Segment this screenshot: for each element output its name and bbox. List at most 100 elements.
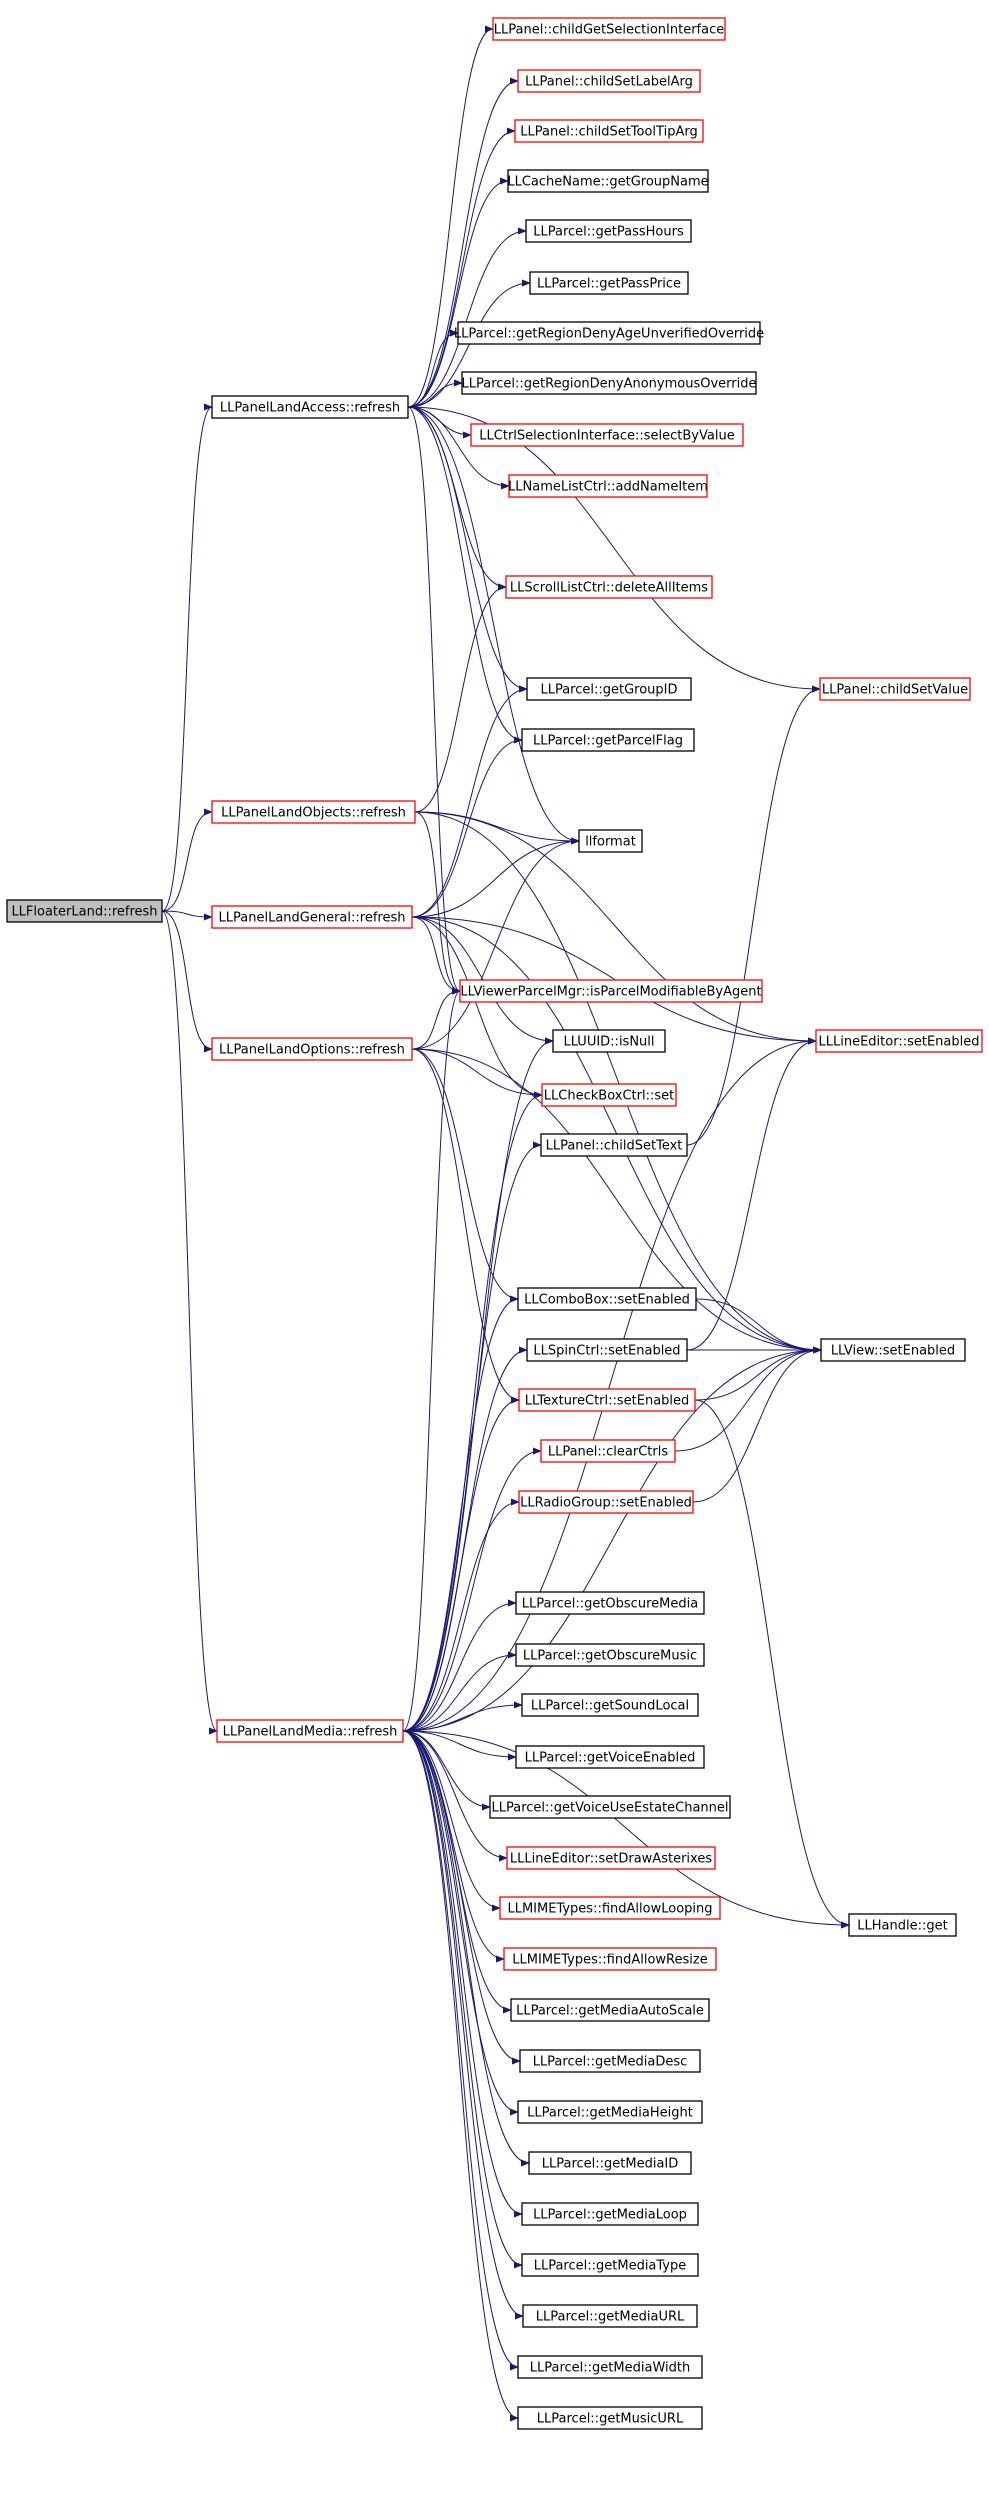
node-box[interactable]	[510, 1998, 710, 2022]
node-box[interactable]	[528, 2151, 692, 2175]
node-box[interactable]	[521, 728, 695, 752]
node-box[interactable]	[578, 829, 643, 853]
node-box[interactable]	[457, 321, 761, 345]
graph-node-soundLocal[interactable]: LLParcel::getSoundLocal	[521, 1693, 699, 1717]
graph-node-mediaURL[interactable]: LLParcel::getMediaURL	[522, 2304, 698, 2328]
node-box[interactable]	[6, 899, 163, 923]
node-box[interactable]	[518, 1388, 696, 1412]
node-box[interactable]	[515, 1643, 705, 1667]
node-box[interactable]	[526, 677, 692, 701]
node-box[interactable]	[211, 905, 413, 929]
node-box[interactable]	[848, 1913, 957, 1937]
node-box[interactable]	[552, 1029, 666, 1053]
graph-node-musicURL[interactable]: LLParcel::getMusicURL	[517, 2406, 703, 2430]
graph-node-mediaLoop[interactable]: LLParcel::getMediaLoop	[521, 2202, 699, 2226]
graph-node-drawAsterixes[interactable]: LLLineEditor::setDrawAsterixes	[506, 1846, 716, 1870]
graph-node-obscureMusic[interactable]: LLParcel::getObscureMusic	[515, 1643, 705, 1667]
graph-node-childSetText[interactable]: LLPanel::childSetText	[540, 1133, 688, 1157]
graph-node-childGetSel[interactable]: LLPanel::childGetSelectionInterface	[492, 17, 726, 41]
graph-node-radioEnabled[interactable]: LLRadioGroup::setEnabled	[518, 1490, 694, 1514]
node-box[interactable]	[459, 979, 763, 1003]
graph-node-viewEnabled[interactable]: LLView::setEnabled	[820, 1338, 966, 1362]
node-box[interactable]	[517, 69, 701, 93]
node-box[interactable]	[499, 1896, 721, 1920]
graph-node-lineEditorEnabled[interactable]: LLLineEditor::setEnabled	[815, 1029, 983, 1053]
node-box[interactable]	[521, 2253, 699, 2277]
node-box[interactable]	[461, 371, 757, 395]
graph-node-floater[interactable]: LLFloaterLand::refresh	[6, 899, 163, 923]
graph-node-checkBoxSet[interactable]: LLCheckBoxCtrl::set	[541, 1083, 677, 1107]
graph-node-mediaAutoScale[interactable]: LLParcel::getMediaAutoScale	[510, 1998, 710, 2022]
graph-node-media[interactable]: LLPanelLandMedia::refresh	[216, 1719, 404, 1743]
graph-node-obscureMedia[interactable]: LLParcel::getObscureMedia	[515, 1591, 705, 1615]
graph-node-voiceEstate[interactable]: LLParcel::getVoiceUseEstateChannel	[489, 1795, 731, 1819]
graph-node-mediaID[interactable]: LLParcel::getMediaID	[528, 2151, 692, 2175]
graph-node-addNameItem[interactable]: LLNameListCtrl::addNameItem	[508, 474, 708, 498]
node-box[interactable]	[507, 169, 709, 193]
graph-node-mediaHeight[interactable]: LLParcel::getMediaHeight	[517, 2100, 703, 2124]
graph-node-denyAnon[interactable]: LLParcel::getRegionDenyAnonymousOverride	[461, 371, 757, 395]
node-box[interactable]	[529, 271, 689, 295]
graph-node-getParcelFlag[interactable]: LLParcel::getParcelFlag	[521, 728, 695, 752]
node-box[interactable]	[521, 2202, 699, 2226]
node-box[interactable]	[470, 423, 744, 447]
graph-node-selectByValue[interactable]: LLCtrlSelectionInterface::selectByValue	[470, 423, 744, 447]
graph-node-childSetLabel[interactable]: LLPanel::childSetLabelArg	[517, 69, 701, 93]
graph-node-childSetTool[interactable]: LLPanel::childSetToolTipArg	[514, 119, 704, 143]
node-box[interactable]	[517, 1287, 697, 1311]
graph-node-getGroupID[interactable]: LLParcel::getGroupID	[526, 677, 692, 701]
graph-node-objects[interactable]: LLPanelLandObjects::refresh	[211, 800, 416, 824]
node-box[interactable]	[540, 1133, 688, 1157]
graph-node-clearCtrls[interactable]: LLPanel::clearCtrls	[540, 1439, 676, 1463]
graph-node-voiceEnabled[interactable]: LLParcel::getVoiceEnabled	[515, 1745, 705, 1769]
node-box[interactable]	[518, 1490, 694, 1514]
node-box[interactable]	[492, 17, 726, 41]
graph-node-mediaWidth[interactable]: LLParcel::getMediaWidth	[517, 2355, 703, 2379]
node-box[interactable]	[820, 1338, 966, 1362]
node-box[interactable]	[517, 2100, 703, 2124]
node-box[interactable]	[541, 1083, 677, 1107]
node-box[interactable]	[526, 1338, 688, 1362]
graph-node-llformat[interactable]: llformat	[578, 829, 643, 853]
node-box[interactable]	[503, 1947, 717, 1971]
node-box[interactable]	[519, 2049, 701, 2073]
node-box[interactable]	[505, 575, 713, 599]
graph-node-options[interactable]: LLPanelLandOptions::refresh	[211, 1037, 413, 1061]
graph-node-isNull[interactable]: LLUUID::isNull	[552, 1029, 666, 1053]
node-box[interactable]	[521, 1693, 699, 1717]
graph-node-comboEnabled[interactable]: LLComboBox::setEnabled	[517, 1287, 697, 1311]
graph-node-getGroupName[interactable]: LLCacheName::getGroupName	[507, 169, 709, 193]
graph-node-mediaType[interactable]: LLParcel::getMediaType	[521, 2253, 699, 2277]
node-box[interactable]	[517, 2406, 703, 2430]
graph-node-isModifiable[interactable]: LLViewerParcelMgr::isParcelModifiableByA…	[459, 979, 763, 1003]
node-box[interactable]	[540, 1439, 676, 1463]
node-box[interactable]	[216, 1719, 404, 1743]
graph-node-allowLooping[interactable]: LLMIMETypes::findAllowLooping	[499, 1896, 721, 1920]
node-box[interactable]	[819, 677, 971, 701]
graph-node-allowResize[interactable]: LLMIMETypes::findAllowResize	[503, 1947, 717, 1971]
graph-node-spinEnabled[interactable]: LLSpinCtrl::setEnabled	[526, 1338, 688, 1362]
node-box[interactable]	[522, 2304, 698, 2328]
node-box[interactable]	[211, 395, 409, 419]
node-box[interactable]	[515, 1591, 705, 1615]
node-box[interactable]	[211, 1037, 413, 1061]
graph-node-getPassPrice[interactable]: LLParcel::getPassPrice	[529, 271, 689, 295]
graph-node-handleGet[interactable]: LLHandle::get	[848, 1913, 957, 1937]
node-box[interactable]	[517, 2355, 703, 2379]
graph-node-mediaDesc[interactable]: LLParcel::getMediaDesc	[519, 2049, 701, 2073]
graph-node-getPassHours[interactable]: LLParcel::getPassHours	[525, 219, 692, 243]
graph-node-childSetValue[interactable]: LLPanel::childSetValue	[819, 677, 971, 701]
node-box[interactable]	[489, 1795, 731, 1819]
node-box[interactable]	[515, 1745, 705, 1769]
graph-node-textureEnabled[interactable]: LLTextureCtrl::setEnabled	[518, 1388, 696, 1412]
node-box[interactable]	[508, 474, 708, 498]
node-box[interactable]	[514, 119, 704, 143]
graph-node-general[interactable]: LLPanelLandGeneral::refresh	[211, 905, 413, 929]
graph-node-access[interactable]: LLPanelLandAccess::refresh	[211, 395, 409, 419]
graph-node-deleteAll[interactable]: LLScrollListCtrl::deleteAllItems	[505, 575, 713, 599]
node-box[interactable]	[525, 219, 692, 243]
node-box[interactable]	[815, 1029, 983, 1053]
node-box[interactable]	[506, 1846, 716, 1870]
graph-node-denyAge[interactable]: LLParcel::getRegionDenyAgeUnverifiedOver…	[454, 321, 764, 345]
node-box[interactable]	[211, 800, 416, 824]
